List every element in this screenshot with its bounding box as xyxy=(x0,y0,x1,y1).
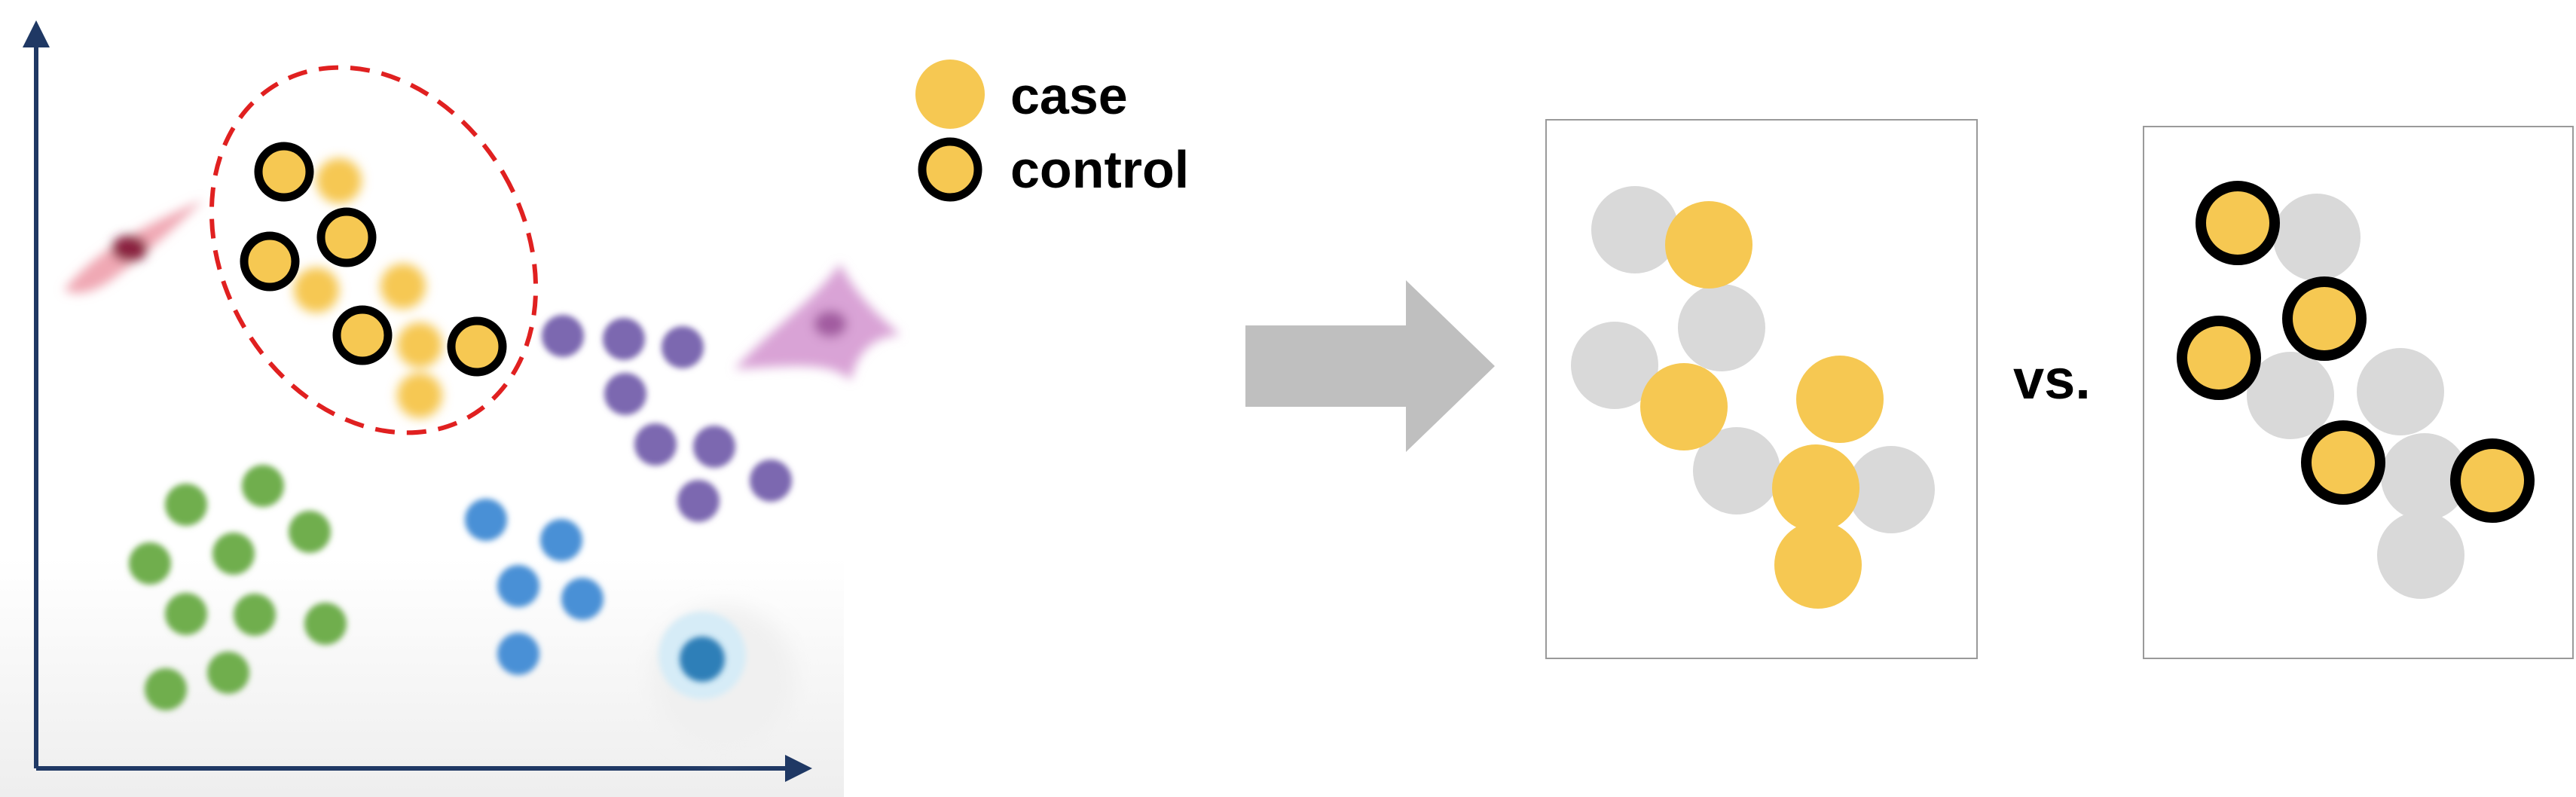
legend-control-swatch xyxy=(918,137,982,202)
cluster-cell xyxy=(750,460,792,502)
legend-case-label: case xyxy=(1010,66,1128,125)
cluster-cell xyxy=(561,578,604,620)
background-cell xyxy=(1693,427,1780,515)
case-cell xyxy=(1772,444,1859,532)
control-cell xyxy=(332,305,393,365)
cluster-cell xyxy=(145,668,187,710)
case-cell xyxy=(294,267,339,313)
cluster-cell xyxy=(129,542,171,585)
case-cell xyxy=(397,322,442,368)
cluster-cell xyxy=(165,593,207,635)
cluster-cell xyxy=(497,565,539,607)
control-cell xyxy=(2196,181,2280,265)
right-arrow-icon xyxy=(1245,280,1495,452)
control-cell xyxy=(2301,420,2385,505)
cluster-cell xyxy=(234,594,276,636)
case-cell xyxy=(380,264,426,309)
cluster-cell xyxy=(497,633,539,675)
dendritic-cell-icon xyxy=(735,264,900,380)
control-cell xyxy=(2177,316,2261,400)
cluster-cell xyxy=(662,326,704,368)
case-dominant-panel xyxy=(1545,119,1978,659)
control-cell xyxy=(2282,276,2367,361)
background-cell xyxy=(2247,352,2334,439)
cluster-cell xyxy=(604,373,646,415)
cluster-cell xyxy=(540,519,582,561)
plot-axes xyxy=(23,20,812,782)
control-cell xyxy=(240,231,300,292)
cluster-cell xyxy=(542,315,584,357)
cluster-cell xyxy=(207,652,249,694)
cluster-cell xyxy=(465,499,507,541)
case-cell xyxy=(1665,201,1752,289)
case-cell xyxy=(316,158,362,203)
cluster-cell xyxy=(212,533,255,575)
cluster-green xyxy=(129,465,347,710)
cluster-cell xyxy=(242,465,284,507)
cluster-cell xyxy=(677,480,720,522)
control-cell xyxy=(316,207,377,267)
case-cell xyxy=(1796,356,1884,443)
background-cell xyxy=(1847,446,1935,533)
control-cell xyxy=(447,316,507,377)
legend xyxy=(915,60,985,202)
cluster-cell xyxy=(304,603,347,645)
control-cell xyxy=(2450,438,2535,523)
selected-cluster-control-cells xyxy=(240,142,507,377)
cluster-cell xyxy=(603,318,645,360)
immune-cell-icon xyxy=(652,606,795,750)
background-cell xyxy=(2381,433,2468,521)
cluster-cell xyxy=(634,423,677,466)
background-cell xyxy=(1591,186,1679,273)
background-cell xyxy=(2377,511,2464,599)
cluster-cell xyxy=(165,484,207,526)
cluster-blue xyxy=(465,499,604,675)
cluster-purple xyxy=(542,315,792,522)
cluster-cell xyxy=(693,426,735,468)
selected-cluster-outline xyxy=(209,65,539,435)
vs-label: vs. xyxy=(2013,348,2091,411)
control-cell xyxy=(254,142,314,202)
control-dominant-panel xyxy=(2143,126,2574,659)
cluster-cell xyxy=(289,511,331,553)
case-cell xyxy=(1640,363,1728,450)
background-cell xyxy=(1678,284,1765,371)
case-cell xyxy=(1774,521,1862,609)
legend-control-label: control xyxy=(1010,140,1190,199)
fibroblast-cell-icon xyxy=(64,200,203,294)
selected-cluster-case-cells xyxy=(294,158,442,418)
background-cell xyxy=(1571,322,1658,409)
background-cell xyxy=(2273,194,2361,281)
case-cell xyxy=(397,373,442,418)
background-cell xyxy=(2357,348,2444,435)
legend-case-swatch xyxy=(915,60,985,129)
